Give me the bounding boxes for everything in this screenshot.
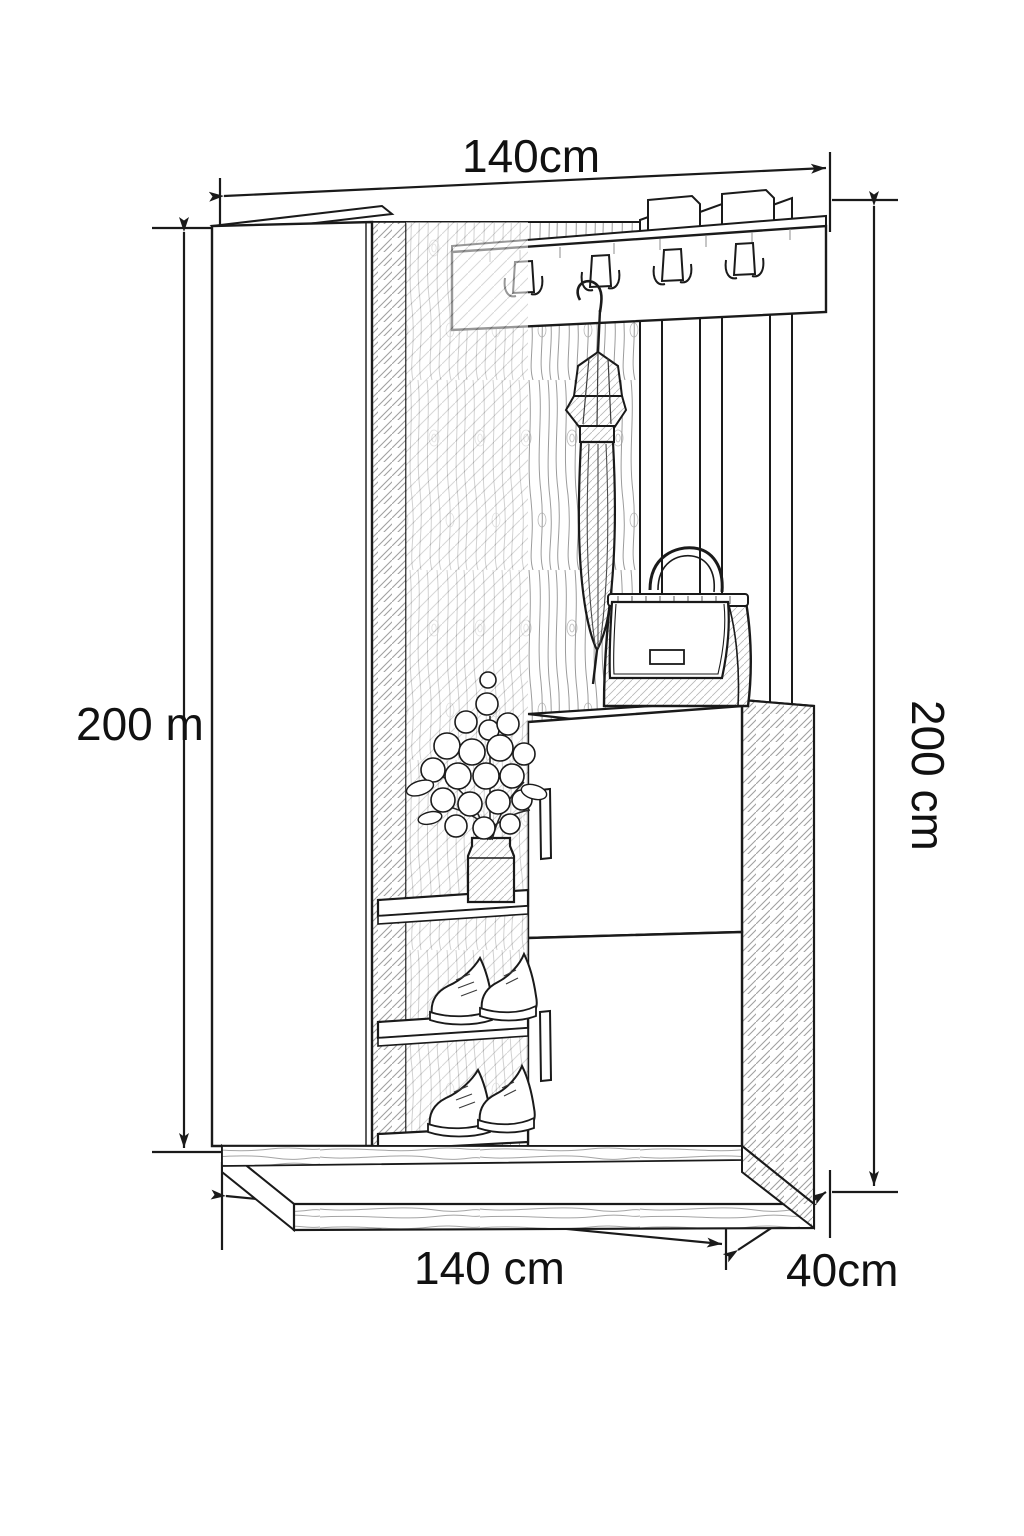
- umbrella-band: [579, 425, 615, 443]
- handbag-gusset: [727, 601, 740, 707]
- sneaker-right-sole: [479, 1004, 537, 1022]
- cabinet-handle[interactable]: [538, 1009, 553, 1083]
- base-plinth: [292, 1202, 816, 1232]
- open-shelf-edge: [377, 905, 529, 925]
- shoe-cabinet-door-upper[interactable]: [526, 704, 744, 940]
- coat-hooks: [503, 241, 765, 298]
- sneaker-right-laces: [501, 1081, 517, 1097]
- flower-leaves: [405, 779, 548, 826]
- flower-vase: [405, 671, 548, 904]
- dim-label-left-height: 200 m: [76, 698, 204, 750]
- sneaker-right-sole: [477, 1116, 535, 1134]
- handbag: [602, 546, 752, 708]
- sneaker-right-laces: [503, 969, 519, 985]
- sneaker-left-laces: [455, 973, 478, 997]
- vase-jar: [466, 836, 516, 904]
- dim-label-right-height: 200 cm: [902, 700, 954, 851]
- rail-top-tabs: [647, 188, 775, 238]
- shoe-cabinet-door-lower[interactable]: [526, 930, 744, 1152]
- sneakers-lower: [427, 1063, 536, 1138]
- umbrella: [564, 279, 628, 685]
- umbrella-handle: [576, 279, 603, 313]
- dim-line-top-width: [208, 163, 827, 202]
- dim-label-bottom-depth: 40cm: [786, 1244, 898, 1296]
- wardrobe-door-left[interactable]: [210, 220, 374, 1148]
- handbag-flap: [608, 600, 730, 680]
- umbrella-canopy-flare: [564, 395, 628, 429]
- sneaker-left-laces: [453, 1085, 476, 1109]
- coat-hook[interactable]: [652, 247, 693, 286]
- back-panel-edge-strip: [371, 221, 407, 1147]
- handbag-handle: [648, 546, 724, 593]
- umbrella-tip: [591, 649, 599, 685]
- shoe-cabinet-side-panel: [740, 698, 816, 1207]
- hallway-wardrobe-unit: [209, 188, 828, 1233]
- dim-label-top-width: 140cm: [462, 130, 600, 182]
- umbrella-ribs: [582, 353, 612, 427]
- dim-label-bottom-width: 140 cm: [414, 1242, 565, 1294]
- flower-blossoms: [420, 671, 536, 840]
- handbag-clasp: [649, 649, 685, 665]
- coat-hook[interactable]: [724, 241, 765, 280]
- coat-hook[interactable]: [580, 253, 621, 292]
- umbrella-body-ribs: [586, 443, 609, 648]
- open-shelf-edge: [377, 1027, 529, 1047]
- base-plinth-right-return: [741, 1143, 815, 1231]
- cabinet-handle[interactable]: [538, 787, 553, 861]
- umbrella-shaft: [596, 309, 602, 353]
- sneakers-upper: [429, 951, 538, 1026]
